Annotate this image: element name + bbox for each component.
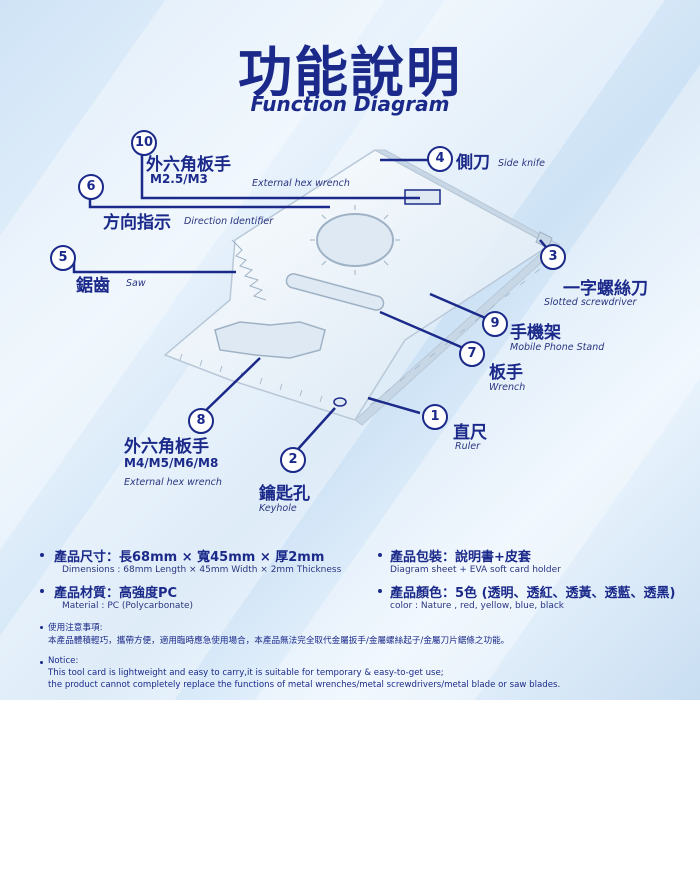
leader-9 bbox=[429, 292, 491, 322]
label-direction: 方向指示 bbox=[103, 213, 171, 233]
label-hex-wrench-small-en: External hex wrench bbox=[252, 178, 350, 189]
spec-material-en: Material : PC (Polycarbonate) bbox=[62, 601, 194, 611]
label-side-knife: 側刀 bbox=[456, 153, 490, 173]
callout-number-6: 6 bbox=[78, 174, 104, 200]
keyhole bbox=[333, 397, 347, 407]
leader-7 bbox=[379, 310, 469, 352]
label-hex-wrench-large: 外六角板手 bbox=[124, 437, 209, 457]
label-keyhole-en: Keyhole bbox=[259, 503, 297, 514]
callout-number-8: 8 bbox=[188, 408, 214, 434]
page-subtitle: Function Diagram bbox=[250, 92, 450, 116]
spec-material: 產品材質：高強度PC bbox=[54, 586, 178, 601]
callout-number-3: 3 bbox=[540, 244, 566, 270]
callout-number-7: 7 bbox=[459, 341, 485, 367]
label-screwdriver: 一字螺絲刀 bbox=[563, 279, 648, 299]
label-wrench: 板手 bbox=[489, 363, 523, 383]
bullet bbox=[40, 626, 43, 629]
page-title: 功能說明 bbox=[238, 41, 462, 104]
label-ruler-en: Ruler bbox=[455, 441, 481, 452]
leader-8 bbox=[199, 357, 261, 417]
direction-wheel bbox=[316, 213, 394, 267]
spec-color-en: color : Nature , red, yellow, blue, blac… bbox=[390, 601, 565, 611]
label-ruler: 直尺 bbox=[453, 423, 487, 443]
bullet bbox=[378, 553, 382, 557]
label-side-knife-en: Side knife bbox=[498, 158, 545, 169]
leader-1 bbox=[367, 396, 421, 415]
saw-teeth bbox=[231, 239, 267, 301]
callout-number-9: 9 bbox=[482, 311, 508, 337]
spec-package: 產品包裝：說明書+皮套 bbox=[390, 550, 531, 565]
label-keyhole: 鑰匙孔 bbox=[259, 484, 310, 504]
spec-color: 產品顏色：5色 (透明、透紅、透黃、透藍、透黑) bbox=[390, 586, 676, 601]
label-phone-stand-en: Mobile Phone Stand bbox=[510, 342, 605, 353]
tool-card-illustration bbox=[72, 149, 561, 459]
label-saw-en: Saw bbox=[126, 278, 146, 289]
label-hex-wrench-large-size: M4/M5/M6/M8 bbox=[124, 456, 219, 470]
card-edge bbox=[374, 149, 561, 246]
notice-body-zh: 本產品體積輕巧，攜帶方便，適用臨時應急使用場合，本產品無法完全取代金屬扳手/金屬… bbox=[48, 636, 510, 646]
bullet bbox=[40, 661, 43, 664]
spec-package-en: Diagram sheet + EVA soft card holder bbox=[390, 565, 561, 575]
callout-number-2: 2 bbox=[280, 447, 306, 473]
notice-line2-en: the product cannot completely replace th… bbox=[48, 680, 561, 690]
callout-number-1: 1 bbox=[422, 404, 448, 430]
label-saw: 鋸齒 bbox=[76, 276, 110, 296]
notice-heading-zh: 使用注意事項: bbox=[48, 623, 103, 633]
leader-10 bbox=[140, 152, 420, 200]
callout-number-5: 5 bbox=[50, 245, 76, 271]
label-wrench-en: Wrench bbox=[489, 382, 526, 393]
label-phone-stand: 手機架 bbox=[510, 323, 561, 343]
bullet bbox=[40, 589, 44, 593]
wrench-cutout bbox=[214, 321, 326, 359]
callout-number-4: 4 bbox=[427, 146, 453, 172]
spec-size: 產品尺寸：長68mm × 寬45mm × 厚2mm bbox=[54, 550, 325, 565]
spec-size-en: Dimensions : 68mm Length × 45mm Width × … bbox=[62, 565, 342, 575]
leader-5 bbox=[72, 258, 236, 274]
label-direction-en: Direction Identifier bbox=[184, 216, 274, 227]
label-hex-wrench-small-size: M2.5/M3 bbox=[150, 172, 208, 186]
notice-heading-en: Notice: bbox=[48, 656, 79, 666]
label-hex-wrench-large-en: External hex wrench bbox=[124, 477, 222, 488]
bullet bbox=[378, 589, 382, 593]
notice-line1-en: This tool card is lightweight and easy t… bbox=[48, 668, 444, 678]
bullet bbox=[40, 553, 44, 557]
label-screwdriver-en: Slotted screwdriver bbox=[544, 297, 637, 308]
phone-stand-slot bbox=[285, 273, 385, 311]
callout-number-10: 10 bbox=[131, 130, 157, 156]
label-hex-wrench-small: 外六角板手 bbox=[146, 155, 231, 175]
